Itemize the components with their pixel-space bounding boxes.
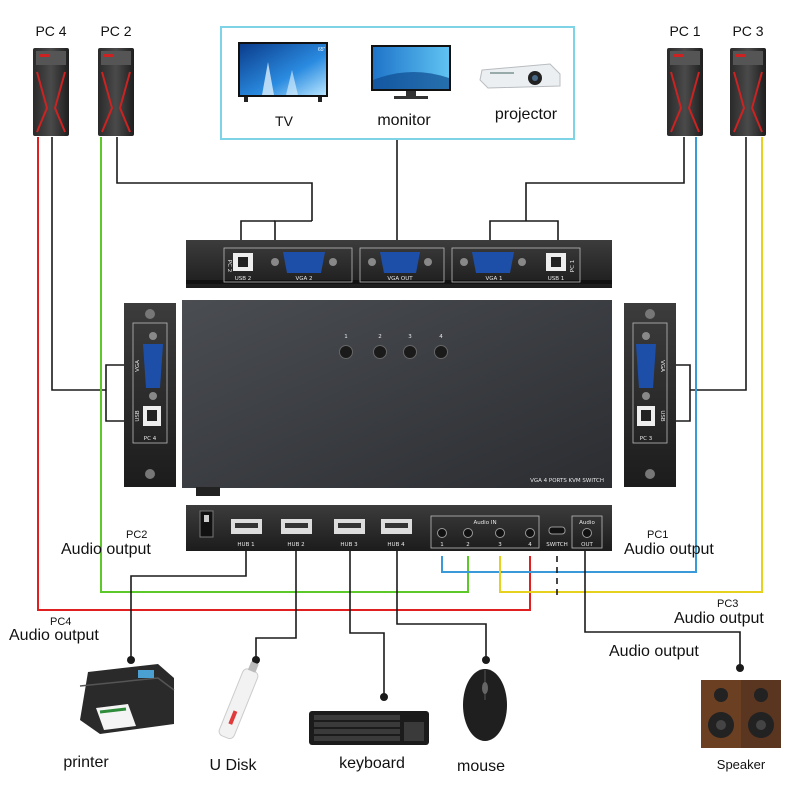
pc1-audio-cable xyxy=(441,137,697,573)
pc3-audio-cable xyxy=(499,137,763,593)
pc1-label: PC 1 xyxy=(669,23,700,39)
hub4-label: HUB 4 xyxy=(387,542,405,548)
audio-out-top-label: Audio xyxy=(579,520,595,526)
pc3-audio-label: Audio output xyxy=(674,610,764,627)
audio-in-jacks xyxy=(437,528,535,538)
pc1-tower xyxy=(667,48,703,136)
audio-in-4: 4 xyxy=(528,542,532,548)
right-vga-label: VGA xyxy=(659,360,665,372)
projector-image xyxy=(479,63,561,89)
pc2-vga-cable xyxy=(116,137,313,248)
printer-cable xyxy=(130,548,247,660)
audio-in-1: 1 xyxy=(440,542,444,548)
audio-in-label: Audio IN xyxy=(473,520,496,526)
mouse-label: mouse xyxy=(457,758,505,775)
kvm-rear-panel: USB 2 VGA 2 VGA OUT VGA 1 USB 1 PC 2 PC … xyxy=(186,240,612,288)
vga-out-port-label: VGA OUT xyxy=(387,276,413,282)
mouse-cable xyxy=(396,548,487,660)
mouse-image xyxy=(463,669,507,741)
pc1-audio-label: Audio output xyxy=(624,541,714,558)
vga2-port-label: VGA 2 xyxy=(295,276,312,282)
usb2-port-label: USB 2 xyxy=(235,276,252,282)
hub2-label: HUB 2 xyxy=(287,542,304,548)
projector-label: projector xyxy=(495,106,558,123)
speaker-image xyxy=(701,680,781,748)
pc3-audio-tag: PC3 xyxy=(717,598,738,610)
tv-image: 65" xyxy=(238,42,328,102)
keyboard-label: keyboard xyxy=(339,755,405,772)
pc4-audio-cable xyxy=(37,137,531,611)
hub3-label: HUB 3 xyxy=(340,542,358,548)
pc2-audio-cable xyxy=(100,137,469,593)
pc2-label: PC 2 xyxy=(100,23,131,39)
select-button-3[interactable] xyxy=(403,345,417,359)
speaker-cable xyxy=(584,548,741,668)
button-1-number: 1 xyxy=(344,334,348,340)
pc2-tower xyxy=(98,48,134,136)
udisk-image xyxy=(218,661,259,740)
audio-out-label: OUT xyxy=(581,542,593,548)
top-pc2-tag: PC 2 xyxy=(226,260,232,272)
button-2-number: 2 xyxy=(378,334,382,340)
pc2-audio-label: Audio output xyxy=(61,541,151,558)
button-4-number: 4 xyxy=(439,334,443,340)
select-buttons xyxy=(339,345,448,359)
audio-in-2: 2 xyxy=(466,542,470,548)
select-button-1[interactable] xyxy=(339,345,353,359)
pc3-vga-cable xyxy=(668,137,747,422)
keyboard-cable xyxy=(349,548,385,697)
hub1-label: HUB 1 xyxy=(237,542,254,548)
kvm-left-panel: VGA USB PC 4 xyxy=(124,303,176,487)
monitor-image xyxy=(371,45,451,99)
pc4-audio-tag: PC4 xyxy=(50,616,71,628)
left-vga-label: VGA xyxy=(135,360,141,372)
vga1-port-label: VGA 1 xyxy=(485,276,502,282)
usb1-port-label: USB 1 xyxy=(548,276,565,282)
pc2-audio-tag: PC2 xyxy=(126,529,147,541)
pc1-audio-tag: PC1 xyxy=(647,529,668,541)
pc4-tower xyxy=(33,48,69,136)
cables xyxy=(37,137,763,701)
kvm-bottom-panel: HUB 1 HUB 2 HUB 3 HUB 4 Audio IN 1 2 3 4… xyxy=(186,505,612,551)
printer-image xyxy=(79,664,175,734)
pc1-vga-cable xyxy=(489,137,685,248)
switch-port-label: SWITCH xyxy=(546,542,568,548)
pc4-label: PC 4 xyxy=(35,23,66,39)
select-button-4[interactable] xyxy=(434,345,448,359)
printer-label: printer xyxy=(63,754,109,771)
speaker-label: Speaker xyxy=(717,757,766,772)
pc3-label: PC 3 xyxy=(732,23,763,39)
power-switch[interactable] xyxy=(199,510,214,538)
right-usb-label: USB xyxy=(659,410,665,422)
kvm-right-panel: VGA USB PC 3 xyxy=(624,303,676,487)
monitor-label: monitor xyxy=(377,112,431,129)
pc4-audio-label: Audio output xyxy=(9,627,99,644)
udisk-cable xyxy=(255,548,297,660)
button-3-number: 3 xyxy=(408,334,412,340)
left-pc-label: PC 4 xyxy=(144,436,157,442)
pc4-vga-cable xyxy=(51,137,130,422)
usb-hub-ports xyxy=(231,519,412,534)
tv-screen-text: 65" xyxy=(318,47,326,53)
top-pc1-tag: PC 1 xyxy=(570,260,576,272)
pc3-tower xyxy=(730,48,766,136)
model-label: VGA 4 PORTS KVM SWITCH xyxy=(530,478,604,484)
audio-in-3: 3 xyxy=(498,542,502,548)
left-usb-label: USB xyxy=(135,410,141,422)
kvm-front-panel: 1 2 3 4 VGA 4 PORTS KVM SWITCH xyxy=(182,300,612,496)
tv-label: TV xyxy=(275,113,294,129)
udisk-label: U Disk xyxy=(209,757,257,774)
keyboard-image xyxy=(309,711,429,745)
main-audio-output-label: Audio output xyxy=(609,643,699,660)
select-button-2[interactable] xyxy=(373,345,387,359)
right-pc-label: PC 3 xyxy=(640,436,653,442)
